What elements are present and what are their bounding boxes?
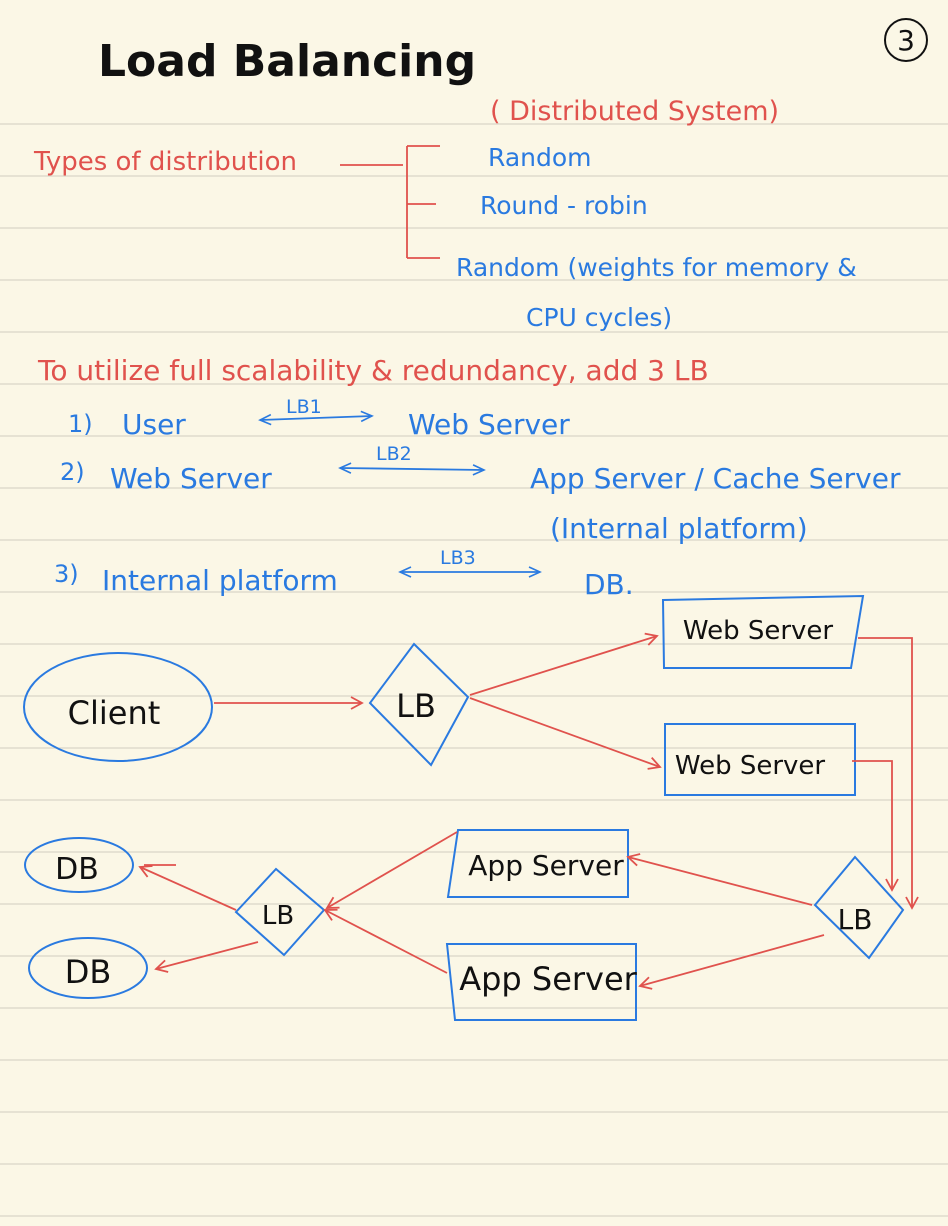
client-label: Client <box>68 694 161 732</box>
row2-to: App Server / Cache Server <box>530 462 901 495</box>
arrow-app-server-1-to-lb <box>325 831 458 909</box>
diagram-arrows <box>138 632 919 990</box>
app-server-1-label: App Server <box>468 849 624 882</box>
row3-number: 3) <box>54 560 79 588</box>
row3-from: Internal platform <box>102 564 338 597</box>
row1-number: 1) <box>68 410 93 438</box>
lb-right-node: LB <box>813 855 905 960</box>
distribution-item-random: Random <box>488 143 592 172</box>
client-node: Client <box>23 652 213 762</box>
db-1-label: DB <box>55 852 99 887</box>
arrow-lb-to-web-server-1 <box>469 632 659 696</box>
arrow-lb-to-web-server-2 <box>469 697 662 770</box>
row2-from: Web Server <box>110 462 272 495</box>
arrow-lb-to-db-2 <box>154 941 259 973</box>
arrow-lb-to-app-server-2 <box>638 934 825 990</box>
row3-to: DB. <box>584 568 634 601</box>
ruled-lines <box>0 123 948 1217</box>
lb-left-node: LB <box>234 867 326 957</box>
web-server-2-label: Web Server <box>675 751 826 781</box>
subtitle: ( Distributed System) <box>490 96 779 127</box>
row3-lb-label: LB3 <box>440 547 476 569</box>
distribution-bracket <box>340 145 440 259</box>
arrow-lb-to-db-1 <box>138 865 237 911</box>
distribution-item-round-robin: Round - robin <box>480 191 648 220</box>
scalability-heading: To utilize full scalability & redundancy… <box>37 354 709 387</box>
lb-right-label: LB <box>838 903 873 936</box>
arrow-lb-to-app-server-1 <box>626 853 813 906</box>
web-server-1-label: Web Server <box>683 616 834 646</box>
app-server-2-node: App Server <box>445 943 638 1021</box>
row2-double-arrow <box>338 462 486 476</box>
web-server-2-node: Web Server <box>664 723 856 796</box>
lb-main-node: LB <box>368 642 470 767</box>
lb-main-label: LB <box>396 687 436 725</box>
db-2-node: DB <box>28 937 148 999</box>
row1-lb-label: LB1 <box>286 396 322 418</box>
lb-left-label: LB <box>262 901 294 931</box>
row1-double-arrow <box>258 410 374 426</box>
app-server-1-node: App Server <box>446 829 629 898</box>
distribution-heading: Types of distribution <box>33 147 297 177</box>
arrow-web-server-1-to-lb <box>858 637 919 910</box>
app-server-2-label: App Server <box>459 960 637 998</box>
page-number: 3 <box>897 24 915 57</box>
arrow-app-server-2-to-lb <box>323 908 448 974</box>
arrow-web-server-2-to-lb <box>852 760 899 892</box>
distribution-item-weighted-cont: CPU cycles) <box>526 303 672 332</box>
page-number-circle <box>884 18 928 62</box>
db-1-node: DB <box>24 837 134 893</box>
db-2-label: DB <box>65 953 112 991</box>
row2-to-extra: (Internal platform) <box>550 512 808 545</box>
page-title: Load Balancing <box>98 36 476 87</box>
row1-from: User <box>122 408 186 441</box>
row2-lb-label: LB2 <box>376 443 412 465</box>
row2-number: 2) <box>60 458 85 486</box>
distribution-item-weighted: Random (weights for memory & <box>456 253 857 282</box>
row1-to: Web Server <box>408 408 570 441</box>
web-server-1-node: Web Server <box>661 594 865 669</box>
